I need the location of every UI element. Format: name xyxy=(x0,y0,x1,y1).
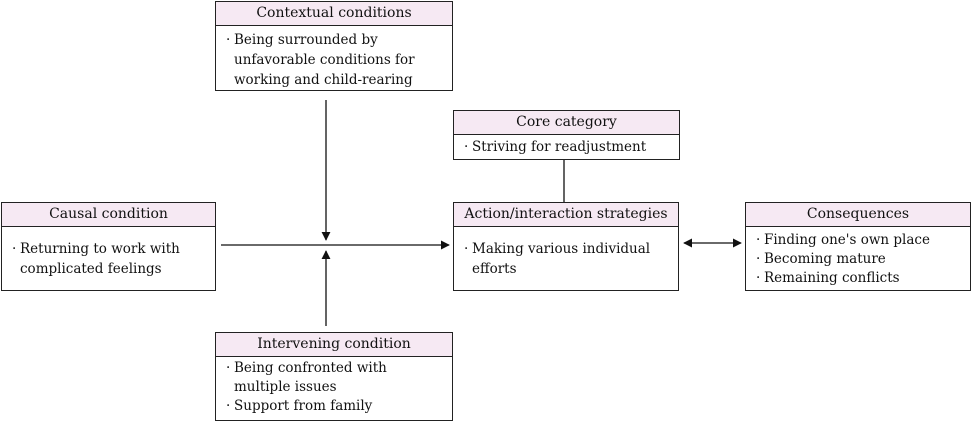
bullet: · xyxy=(226,360,231,376)
intervening-condition-title: Intervening condition xyxy=(216,333,452,357)
list-item: · Becoming mature xyxy=(756,250,962,269)
bullet: · xyxy=(464,139,469,155)
item-line: Becoming mature xyxy=(764,251,886,267)
bullet: · xyxy=(226,398,231,414)
core-category-title: Core category xyxy=(454,111,679,135)
consequences-box: Consequences · Finding one's own place ·… xyxy=(745,202,971,291)
bullet: · xyxy=(756,251,761,267)
consequences-body: · Finding one's own place · Becoming mat… xyxy=(746,227,970,292)
list-item: · Returning to work with complicated fee… xyxy=(12,239,207,279)
item-line: Being confronted with xyxy=(234,360,387,376)
item-line: Remaining conflicts xyxy=(764,270,900,286)
intervening-condition-body: · Being confronted with multiple issues … xyxy=(216,357,452,420)
causal-condition-body: · Returning to work with complicated fee… xyxy=(2,227,215,283)
bullet: · xyxy=(756,232,761,248)
list-item: · Finding one's own place xyxy=(756,231,962,250)
item-line: unfavorable conditions for xyxy=(234,52,415,68)
action-interaction-strategies-box: Action/interaction strategies · Making v… xyxy=(453,202,679,291)
causal-condition-box: Causal condition · Returning to work wit… xyxy=(1,202,216,291)
list-item: · Being confronted with multiple issues xyxy=(226,359,444,397)
list-item: · Remaining conflicts xyxy=(756,269,962,288)
action-interaction-strategies-title: Action/interaction strategies xyxy=(454,203,678,227)
list-item: · Being surrounded by unfavorable condit… xyxy=(226,30,444,90)
item-line: working and child-rearing xyxy=(234,72,413,88)
item-line: multiple issues xyxy=(234,379,337,395)
core-category-box: Core category · Striving for readjustmen… xyxy=(453,110,680,160)
bullet: · xyxy=(464,241,469,257)
bullet: · xyxy=(12,241,17,257)
item-line: Being surrounded by xyxy=(234,32,378,48)
list-item: · Striving for readjustment xyxy=(464,137,671,157)
contextual-conditions-box: Contextual conditions · Being surrounded… xyxy=(215,1,453,91)
causal-condition-title: Causal condition xyxy=(2,203,215,227)
item-line: Striving for readjustment xyxy=(472,139,647,155)
item-line: Returning to work with xyxy=(20,241,180,257)
item-line: Support from family xyxy=(234,398,373,414)
bullet: · xyxy=(226,32,231,48)
item-line: Finding one's own place xyxy=(764,232,930,248)
list-item: · Making various individual efforts xyxy=(464,239,670,279)
list-item: · Support from family xyxy=(226,397,444,416)
item-line: complicated feelings xyxy=(20,261,162,277)
bullet: · xyxy=(756,270,761,286)
contextual-conditions-body: · Being surrounded by unfavorable condit… xyxy=(216,26,452,94)
intervening-condition-box: Intervening condition · Being confronted… xyxy=(215,332,453,421)
item-line: Making various individual xyxy=(472,241,651,257)
action-interaction-strategies-body: · Making various individual efforts xyxy=(454,227,678,283)
consequences-title: Consequences xyxy=(746,203,970,227)
core-category-body: · Striving for readjustment xyxy=(454,135,679,161)
contextual-conditions-title: Contextual conditions xyxy=(216,2,452,26)
item-line: efforts xyxy=(472,261,517,277)
